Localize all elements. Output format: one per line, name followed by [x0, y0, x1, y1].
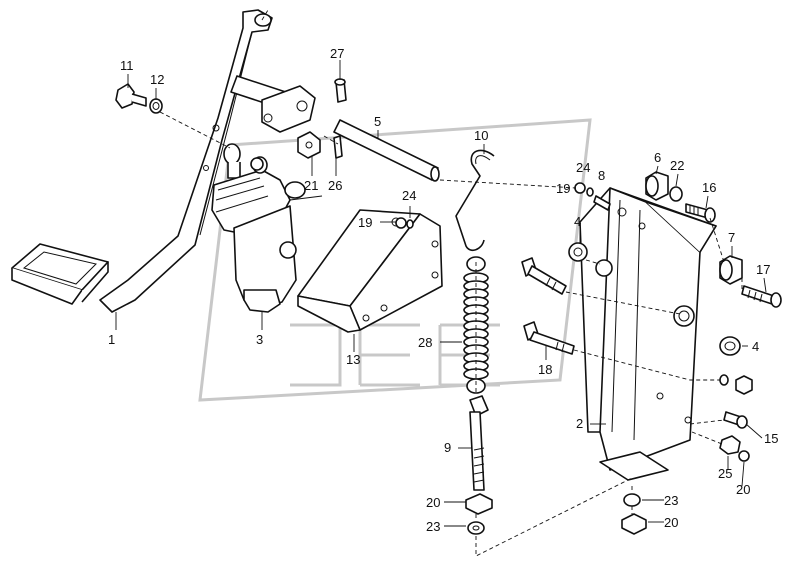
washer-4-right [719, 336, 741, 356]
nut-19-left [395, 217, 407, 229]
support-bracket-2 [579, 187, 717, 481]
washer-cylinder [250, 157, 264, 171]
pedal-shaft [230, 75, 440, 182]
callout-13: 13 [346, 352, 360, 367]
callout-3: 3 [256, 332, 263, 347]
bolt-18-lower [523, 321, 575, 355]
washer-20-right [738, 450, 750, 462]
bushing-6 [645, 171, 669, 201]
callout-17: 17 [756, 262, 770, 277]
callout-20-bottom: 20 [426, 495, 440, 510]
nut-20-right [621, 513, 647, 535]
adjuster-bolt-9 [469, 395, 489, 491]
pin-27 [334, 78, 347, 103]
nut-21 [297, 131, 321, 159]
callout-28: 28 [418, 335, 432, 350]
callout-2: 2 [576, 416, 583, 431]
callout-11: 11 [120, 58, 134, 73]
callout-6: 6 [654, 150, 661, 165]
bracket-13 [297, 209, 443, 333]
callout-7: 7 [728, 230, 735, 245]
callout-4-center: 4 [574, 214, 581, 229]
nut-right-upper [735, 375, 753, 395]
callout-24-left: 24 [402, 188, 416, 203]
cotter-26 [333, 135, 343, 159]
pedal-lever [99, 9, 273, 313]
washer-23-right [623, 493, 641, 507]
callout-18: 18 [538, 362, 552, 377]
bolt-16 [685, 203, 716, 223]
leader-lines [115, 60, 767, 527]
callout-4-right: 4 [752, 339, 759, 354]
callout-27: 27 [330, 46, 344, 61]
washer-4-center [568, 242, 588, 262]
callout-26: 26 [328, 178, 342, 193]
bolt-18-upper [521, 257, 567, 295]
spring-hook-10 [455, 149, 495, 252]
callout-20-far-right: 20 [736, 482, 750, 497]
callout-10: 10 [474, 128, 488, 143]
washer-right-upper [719, 374, 729, 386]
nut-19-right [574, 182, 586, 194]
callout-15: 15 [764, 431, 778, 446]
bushing-7 [719, 255, 743, 285]
callout-20-right: 20 [664, 515, 678, 530]
nut-20-bottom [465, 493, 493, 515]
callout-8: 8 [598, 168, 605, 183]
washer-23-bottom [467, 521, 485, 535]
callout-12: 12 [150, 72, 164, 87]
callout-25: 25 [718, 466, 732, 481]
callout-1: 1 [108, 332, 115, 347]
washer-24-left [406, 219, 414, 229]
washer-24-right [586, 187, 594, 197]
callout-16: 16 [702, 180, 716, 195]
callout-23-right: 23 [664, 493, 678, 508]
nut-25 [719, 435, 741, 455]
bolt-17 [741, 285, 782, 308]
callout-5: 5 [374, 114, 381, 129]
pedal-pad [11, 243, 109, 305]
callout-24-right: 24 [576, 160, 590, 175]
callout-22: 22 [670, 158, 684, 173]
bolt-11 [115, 83, 147, 109]
callout-labels: 1 2 3 4 4 5 6 7 8 9 10 11 12 13 15 16 17… [108, 46, 778, 534]
callout-23-bottom: 23 [426, 519, 440, 534]
assembly-lines [261, 9, 743, 557]
bolt-8 [593, 195, 611, 211]
callout-21: 21 [304, 178, 318, 193]
bolt-15 [723, 411, 748, 429]
callout-9: 9 [444, 440, 451, 455]
master-cylinder [211, 143, 323, 313]
washer-12 [149, 98, 163, 114]
callout-19-right: 19 [556, 181, 570, 196]
callout-19-left: 19 [358, 215, 372, 230]
washer-22 [669, 186, 683, 202]
